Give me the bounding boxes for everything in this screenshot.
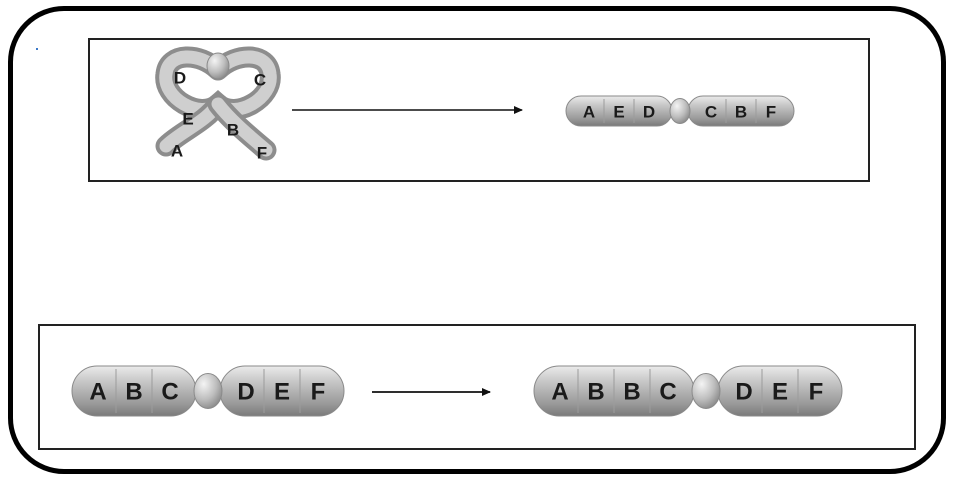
loop-label-f: F — [257, 144, 267, 163]
gene-label-f: F — [311, 379, 326, 406]
gene-label-a: A — [583, 103, 595, 122]
gene-label-a: A — [551, 379, 568, 406]
loop-label-d: D — [174, 69, 186, 88]
gene-label-d: D — [237, 379, 254, 406]
gene-label-d: D — [643, 103, 655, 122]
gene-label-a: A — [89, 379, 106, 406]
centromere — [691, 373, 721, 409]
gene-label-c: C — [161, 379, 178, 406]
loop-lower-right-shine — [211, 97, 273, 157]
loop-label-a: A — [171, 142, 183, 161]
gene-label-b: B — [587, 379, 604, 406]
loop-label-c: C — [254, 71, 266, 90]
gene-label-c: C — [659, 379, 676, 406]
loop-label-b: B — [227, 121, 239, 140]
gene-label-d: D — [735, 379, 752, 406]
blue-speck — [36, 48, 38, 50]
loop-label-e: E — [182, 110, 193, 129]
gene-label-f: F — [766, 103, 776, 122]
gene-label-c: C — [705, 103, 717, 122]
looped-chromosome: D C E B A F — [155, 46, 281, 163]
centromere — [193, 373, 223, 409]
gene-label-b: B — [125, 379, 142, 406]
gene-label-f: F — [809, 379, 824, 406]
gene-label-e: E — [274, 379, 290, 406]
gene-label-e: E — [772, 379, 788, 406]
gene-label-b: B — [623, 379, 640, 406]
gene-label-e: E — [613, 103, 624, 122]
loop-centromere — [206, 52, 230, 80]
gene-label-b: B — [735, 103, 747, 122]
centromere — [669, 98, 691, 124]
